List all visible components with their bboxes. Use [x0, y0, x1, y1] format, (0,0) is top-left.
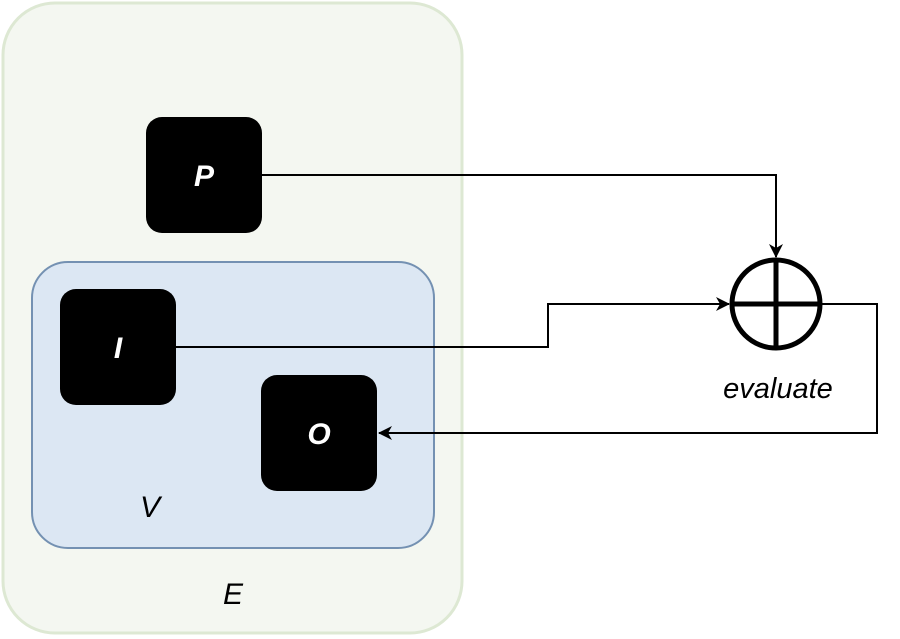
node-i-box: [60, 289, 176, 405]
node-o[interactable]: O: [261, 375, 377, 491]
node-p[interactable]: P: [146, 117, 262, 233]
node-p-label: P: [194, 160, 215, 193]
edge-evaluate-to-o: [378, 303, 878, 440]
edge-i-to-evaluate: [176, 297, 730, 348]
node-o-box: [261, 375, 377, 491]
environment-region-label: E: [223, 578, 244, 611]
node-i-label: I: [114, 332, 123, 365]
node-i[interactable]: I: [60, 289, 176, 405]
edge-p-to-evaluate: [262, 174, 783, 258]
evaluate-operator[interactable]: [729, 257, 823, 351]
node-p-box: [146, 117, 262, 233]
node-o-label: O: [307, 418, 330, 451]
view-region-label: V: [140, 491, 163, 524]
evaluate-label: evaluate: [723, 373, 833, 405]
